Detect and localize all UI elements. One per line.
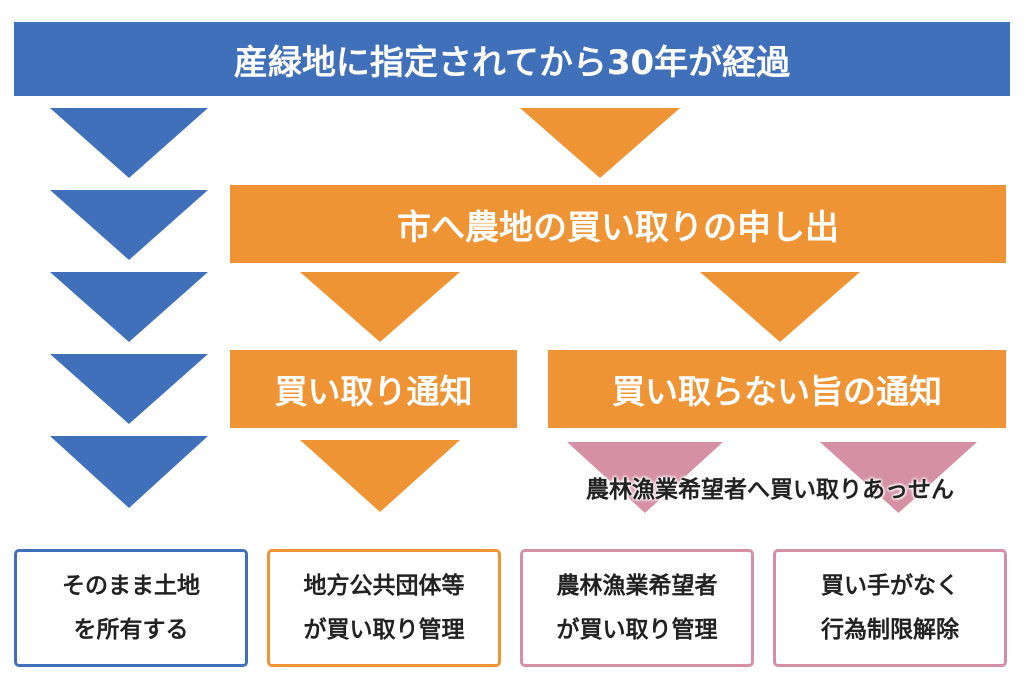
outcome-restriction-lifted: 買い手がなく 行為制限解除 (773, 549, 1007, 667)
arrow-down-icon (50, 190, 208, 260)
request-banner: 市へ農地の買い取りの申し出 (230, 185, 1006, 263)
arrow-down-icon (700, 272, 860, 342)
header-title: 産緑地に指定されてから30年が経過 (233, 42, 791, 83)
outcome-line: が買い取り管理 (303, 617, 465, 643)
header-banner: 産緑地に指定されてから30年が経過 (14, 22, 1010, 96)
outcome-line: 地方公共団体等 (303, 573, 465, 599)
outcome-line: 買い手がなく (821, 573, 959, 599)
outcome-line: 行為制限解除 (821, 617, 959, 643)
outcome-line: が買い取り管理 (556, 617, 718, 643)
arrow-down-icon (50, 108, 208, 178)
buy-notice-label: 買い取り通知 (274, 372, 473, 411)
outcome-line: を所有する (73, 617, 189, 643)
arrow-down-icon (50, 272, 208, 342)
arrow-down-icon (300, 440, 460, 512)
request-label: 市へ農地の買い取りの申し出 (397, 207, 839, 248)
buy-notice-box: 買い取り通知 (230, 350, 517, 428)
outcome-line: 農林漁業希望者 (556, 573, 718, 599)
no-buy-notice-label: 買い取らない旨の通知 (612, 372, 942, 411)
outcome-public-purchase: 地方公共団体等 が買い取り管理 (267, 549, 501, 667)
arrow-down-icon (50, 354, 208, 424)
no-buy-notice-box: 買い取らない旨の通知 (548, 350, 1006, 428)
arrow-down-icon (520, 108, 680, 178)
outcome-keep-land: そのまま土地 を所有する (14, 549, 248, 667)
outcome-line: そのまま土地 (62, 573, 200, 599)
outcome-farmer-purchase: 農林漁業希望者 が買い取り管理 (520, 549, 754, 667)
mediation-label: 農林漁業希望者へ買い取りあっせん (586, 477, 954, 503)
arrow-down-icon (50, 436, 208, 508)
arrow-down-icon (300, 272, 460, 342)
